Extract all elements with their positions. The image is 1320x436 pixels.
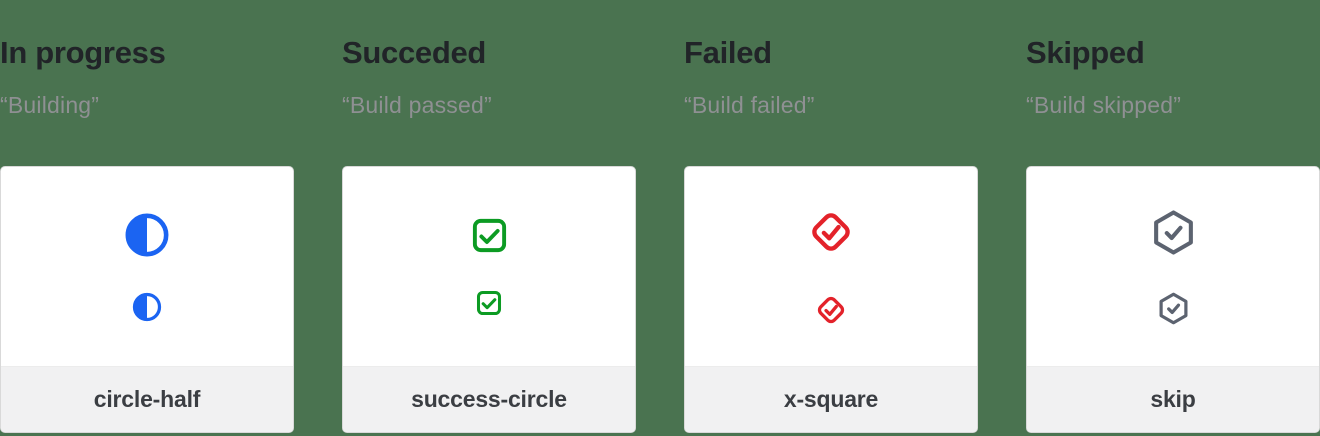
column-succeeded: Succeded “Build passed” succes	[342, 0, 636, 436]
circle-half-icon-small	[132, 292, 162, 322]
icon-name-label: success-circle	[411, 386, 567, 413]
column-title: In progress	[0, 35, 166, 70]
icon-card-body	[1027, 167, 1319, 366]
icon-card-body	[1, 167, 293, 366]
icon-card: x-square	[684, 166, 978, 434]
icon-card: circle-half	[0, 166, 294, 434]
check-diamond-icon-large	[805, 206, 857, 258]
icon-card-footer: skip	[1027, 366, 1319, 433]
column-status-message: “Building”	[0, 92, 100, 119]
icon-name-label: x-square	[783, 386, 879, 413]
column-in-progress: In progress “Building” circle-	[0, 0, 294, 436]
check-square-icon-large	[470, 216, 509, 255]
column-title: Failed	[684, 35, 772, 70]
icon-name-label: circle-half	[93, 386, 201, 413]
column-status-message: “Build passed”	[342, 92, 492, 119]
icon-card-body	[343, 167, 635, 366]
check-square-icon-small	[475, 289, 503, 317]
check-diamond-icon-small	[813, 292, 849, 328]
icon-card-footer: x-square	[685, 366, 977, 433]
icon-card: skip	[1026, 166, 1320, 434]
icon-card-footer: circle-half	[1, 366, 293, 433]
check-hexagon-icon-small	[1156, 291, 1191, 326]
column-title: Skipped	[1026, 35, 1145, 70]
column-title: Succeded	[342, 35, 487, 70]
icon-card-body	[685, 167, 977, 366]
column-failed: Failed “Build failed” x-square	[684, 0, 978, 436]
icon-name-label: skip	[1150, 386, 1196, 413]
circle-half-icon-large	[124, 212, 170, 258]
check-hexagon-icon-large	[1149, 208, 1198, 257]
column-status-message: “Build skipped”	[1026, 92, 1182, 119]
icon-card-footer: success-circle	[343, 366, 635, 433]
column-skipped: Skipped “Build skipped” skip	[1026, 0, 1320, 436]
column-status-message: “Build failed”	[684, 92, 815, 119]
icon-card: success-circle	[342, 166, 636, 434]
